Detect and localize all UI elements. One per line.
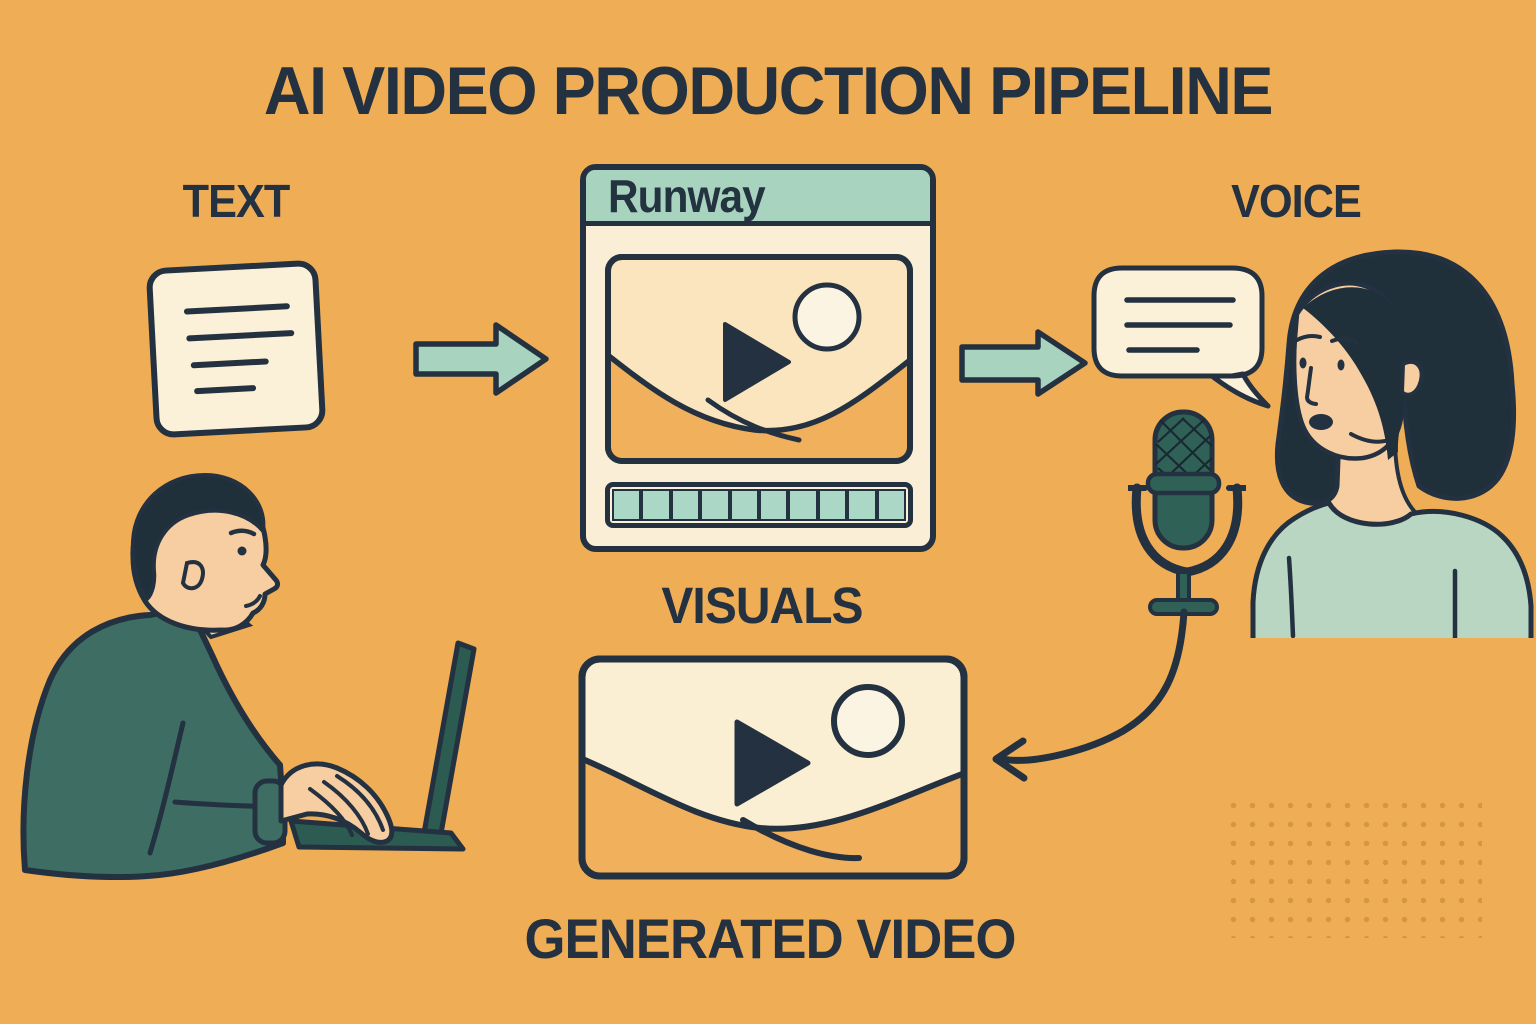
dot-grid-pattern: [1224, 796, 1482, 938]
filmstrip-frame: [729, 489, 760, 521]
video-preview-panel: [605, 254, 913, 464]
play-icon: [723, 322, 791, 402]
stage-label-text: TEXT: [182, 175, 291, 227]
curved-arrow-icon: [992, 608, 1188, 782]
sun-icon: [792, 282, 862, 352]
flow-arrow-icon: [413, 322, 549, 396]
filmstrip-frame: [876, 489, 907, 521]
stage-label-generated-video: GENERATED VIDEO: [524, 907, 1017, 970]
stage-label-voice: VOICE: [1231, 175, 1362, 227]
filmstrip-frame: [670, 489, 701, 521]
runway-window-title: Runway: [608, 169, 766, 222]
filmstrip-frame: [612, 489, 642, 521]
page-title: AI VIDEO PRODUCTION PIPELINE: [263, 53, 1274, 129]
filmstrip-frame: [847, 489, 877, 521]
runway-window: Runway: [580, 164, 936, 552]
woman-speaking-illustration: [1250, 249, 1534, 638]
filmstrip-frame: [759, 489, 789, 521]
filmstrip-frame: [817, 489, 848, 521]
generated-video-thumbnail: [578, 655, 968, 880]
filmstrip-frame: [641, 489, 671, 521]
play-icon: [734, 719, 811, 807]
speech-bubble-icon: [1091, 265, 1271, 409]
flow-arrow-icon: [959, 329, 1088, 397]
filmstrip-frame: [788, 489, 818, 521]
note-icon: [145, 259, 327, 439]
sun-icon: [831, 684, 905, 758]
filmstrip: [605, 482, 913, 528]
stage-label-visuals: VISUALS: [661, 577, 863, 634]
microphone-icon: [1128, 409, 1246, 616]
runway-window-titlebar: Runway: [586, 170, 930, 226]
man-typing-illustration: [20, 472, 477, 880]
filmstrip-frame: [700, 489, 730, 521]
